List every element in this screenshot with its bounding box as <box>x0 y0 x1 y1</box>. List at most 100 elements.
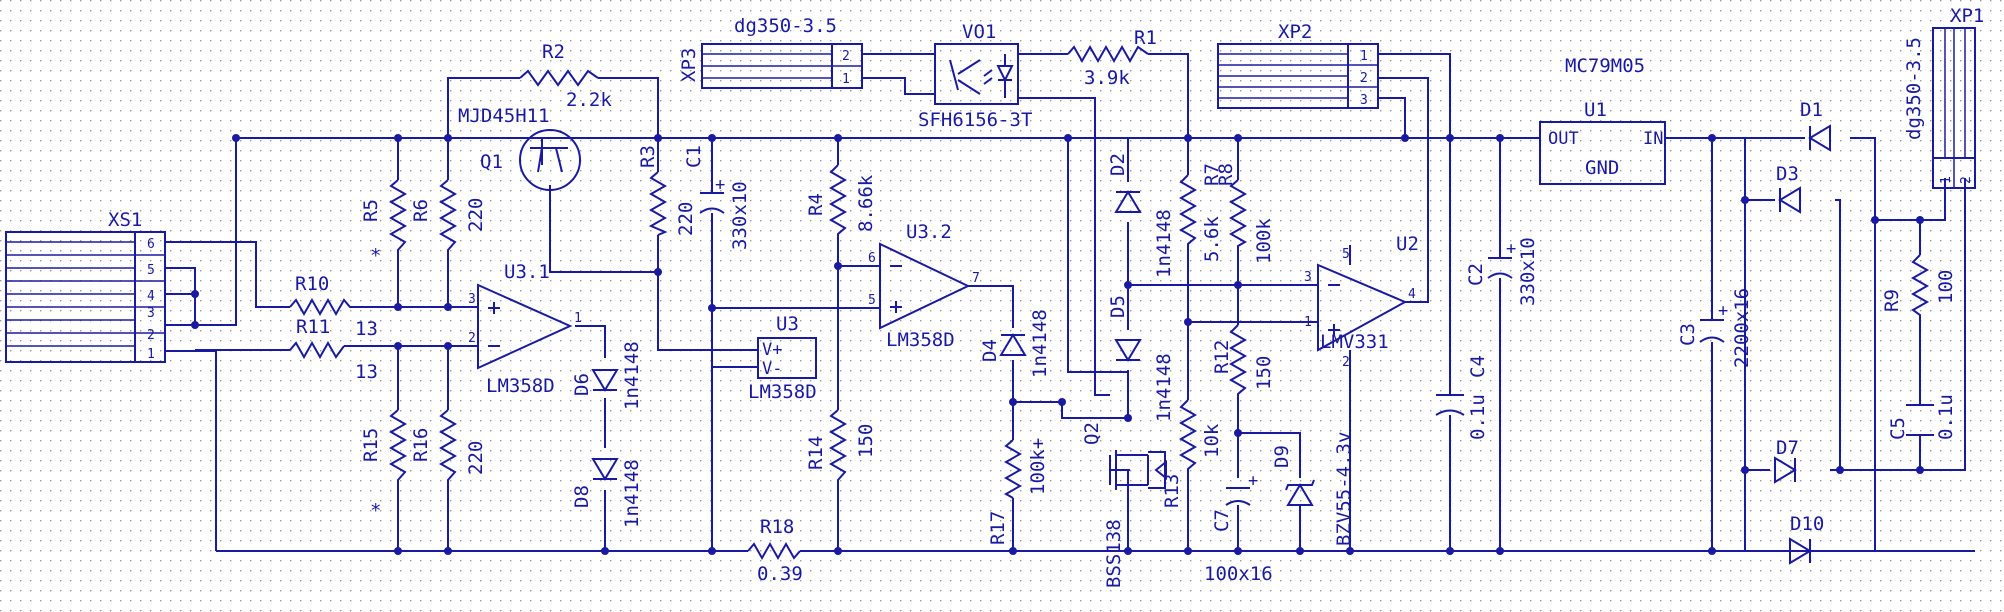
opamp-u3-power: U3 V+ V- LM358D <box>748 313 817 403</box>
connector-xp2: XP2 1 2 3 <box>1217 21 1379 109</box>
connector-xp1: XP1 dg350-3.5 1 2 <box>1903 5 1984 189</box>
diode-d6: D6 1n4148 <box>571 341 643 410</box>
r12-value: 150 <box>1253 356 1275 390</box>
resistor-r16: R16 220 <box>410 409 487 485</box>
diode-d4: D4 1n4148 <box>979 309 1051 378</box>
opamp-u3-2: U3.2 LM358D 6 5 7 <box>868 221 980 351</box>
r14-value: 150 <box>855 424 877 458</box>
d7-ref: D7 <box>1776 437 1799 459</box>
regulator-u1: MC79M05 U1 OUT IN GND <box>1539 55 1666 185</box>
u3-2-pin-7: 7 <box>972 271 980 286</box>
u3-2-pin-6: 6 <box>868 251 876 266</box>
resistor-r15: R15 * <box>360 409 408 522</box>
xp2-pin-2: 2 <box>1360 71 1368 86</box>
u1-gnd-label: GND <box>1585 157 1619 179</box>
r16-ref: R16 <box>410 428 432 462</box>
capacitor-c7: + C7 100x16 <box>1204 471 1273 585</box>
u3-1-pin-2: 2 <box>468 331 476 346</box>
c1-ref: C1 <box>683 145 705 168</box>
d4-ref: D4 <box>979 339 1001 362</box>
q2-ref: Q2 <box>1081 422 1103 445</box>
resistor-r7: R7 5.6k <box>1178 163 1223 262</box>
r18-value: 0.39 <box>757 563 803 585</box>
u3-2-pin-5: 5 <box>868 293 876 308</box>
r7-ref: R7 <box>1201 163 1223 186</box>
u1-in-label: IN <box>1643 129 1663 149</box>
u2-pin-3: 3 <box>1304 270 1312 285</box>
d2-value: 1n4148 <box>1153 209 1175 278</box>
u2-value: LMV331 <box>1320 331 1389 353</box>
diode-d5: D5 1n4148 <box>1107 295 1175 422</box>
u3-1-pin-1: 1 <box>574 311 582 326</box>
d9-ref: D9 <box>1271 445 1293 468</box>
d5-value: 1n4148 <box>1153 353 1175 422</box>
r2-value: 2.2k <box>566 89 612 111</box>
resistor-r8: R8 100k <box>1215 163 1275 264</box>
u2-pin-1: 1 <box>1304 315 1312 330</box>
r15-ref: R15 <box>360 428 382 462</box>
d6-ref: D6 <box>571 373 593 396</box>
resistor-r5: R5 * <box>360 179 408 267</box>
xs1-pin-1: 1 <box>147 347 155 362</box>
r3-ref: R3 <box>637 145 659 168</box>
capacitor-c4: C4 0.1u <box>1435 355 1489 440</box>
xp1-pin-2: 2 <box>1959 176 1974 184</box>
xp3-ref: XP3 <box>678 48 700 82</box>
vo1-ref: VO1 <box>962 21 996 43</box>
c2-ref: C2 <box>1465 263 1487 286</box>
u2-pin-5: 5 <box>1342 247 1350 262</box>
u3-value: LM358D <box>748 381 817 403</box>
r18-ref: R18 <box>760 516 794 538</box>
resistor-r13: R13 10k <box>1161 399 1223 508</box>
u1-value: MC79M05 <box>1565 55 1645 77</box>
vo1-value: SFH6156-3T <box>918 109 1032 131</box>
q1-ref: Q1 <box>480 151 503 173</box>
capacitor-c3: + C3 2200x16 <box>1677 288 1753 368</box>
r12-ref: R12 <box>1211 340 1233 374</box>
d1-ref: D1 <box>1800 99 1823 121</box>
resistor-r2: R2 2.2k <box>519 41 612 111</box>
diode-d7: D7 <box>1774 437 1799 484</box>
r5-value: * <box>370 245 381 267</box>
d4-value: 1n4148 <box>1029 309 1051 378</box>
r11-ref: R11 <box>296 316 330 338</box>
d3-ref: D3 <box>1776 163 1799 185</box>
c5-value: 0.1u <box>1935 394 1957 440</box>
d6-value: 1n4148 <box>621 341 643 410</box>
xp3-pin-2: 2 <box>842 49 850 64</box>
diode-d1: D1 <box>1800 99 1831 152</box>
diode-d3: D3 <box>1776 163 1801 214</box>
d8-ref: D8 <box>571 485 593 508</box>
c4-value: 0.1u <box>1467 394 1489 440</box>
xs1-ref: XS1 <box>108 209 142 231</box>
r7-value: 5.6k <box>1201 216 1223 262</box>
resistor-r10: R10 13 <box>289 273 378 340</box>
u3-ref: U3 <box>776 313 799 335</box>
r13-ref: R13 <box>1161 474 1183 508</box>
zener-d9: D9 BZV55-4.3v <box>1271 432 1355 546</box>
resistor-r4: R4 8.66k <box>805 164 877 238</box>
r9-ref: R9 <box>1881 289 1903 312</box>
wires <box>165 53 1975 552</box>
u3-2-value: LM358D <box>886 329 955 351</box>
resistor-r18: R18 0.39 <box>747 516 803 585</box>
u3-2-ref: U3.2 <box>906 221 952 243</box>
u2-ref: U2 <box>1396 233 1419 255</box>
u2-pin-4: 4 <box>1408 287 1416 302</box>
r9-value: 100 <box>1935 270 1957 304</box>
capacitor-c2: + C2 330x10 <box>1465 237 1539 306</box>
u3-vplus: V+ <box>762 340 782 360</box>
r6-value: 220 <box>465 198 487 232</box>
resistor-r17: R17 100k+ <box>987 438 1049 545</box>
comparator-u2: U2 LMV331 3 1 4 5 2 <box>1304 233 1419 370</box>
q1-value: MJD45H11 <box>458 105 550 127</box>
r6-ref: R6 <box>410 199 432 222</box>
u1-out-label: OUT <box>1548 129 1579 149</box>
c4-ref: C4 <box>1467 355 1489 378</box>
d5-ref: D5 <box>1107 295 1129 318</box>
resistor-r12: R12 150 <box>1211 324 1275 400</box>
r15-value: * <box>370 500 381 522</box>
c7-ref: C7 <box>1211 509 1233 532</box>
r4-value: 8.66k <box>855 174 877 232</box>
